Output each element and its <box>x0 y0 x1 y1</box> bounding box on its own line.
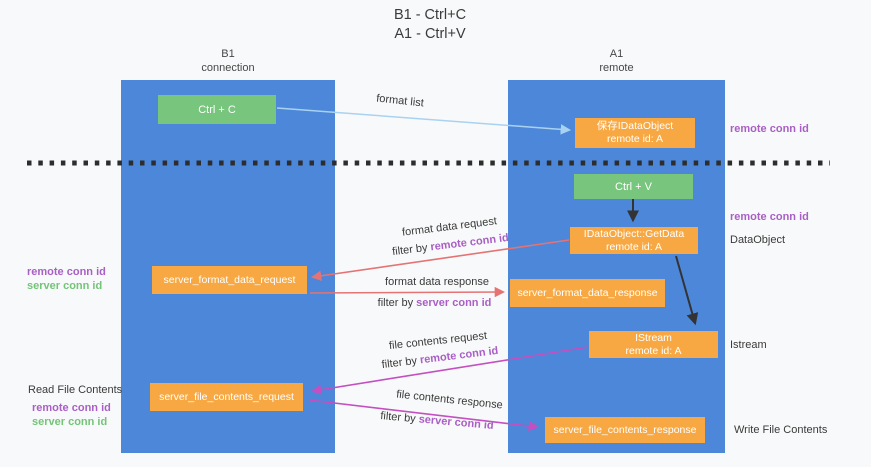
node-server-file-contents-response-label: server_file_contents_response <box>553 423 697 436</box>
title-line-1: B1 - Ctrl+C <box>393 7 467 23</box>
node-ctrl-v-label: Ctrl + V <box>615 180 652 193</box>
lane-b1-role: connection <box>201 61 255 74</box>
node-server-format-data-request: server_format_data_request <box>152 266 307 294</box>
node-server-file-contents-response: server_file_contents_response <box>545 417 705 443</box>
annotation-format-conn-ids: remote conn id server conn id <box>27 266 106 293</box>
arrow-format-data-request <box>310 239 570 281</box>
node-idataobject-getdata: IDataObject::GetData remote id: A <box>570 227 698 254</box>
annotation-istream: Istream <box>730 339 767 351</box>
node-ctrl-v: Ctrl + V <box>574 174 693 199</box>
label-filter-format-response: filter by server conn id <box>377 297 492 309</box>
node-ctrl-c: Ctrl + C <box>158 95 276 124</box>
lane-header-b1: B1 connection <box>121 48 335 75</box>
arrow-format-data-response <box>309 286 506 298</box>
lane-a1-name: A1 <box>609 48 624 60</box>
arrow-file-contents-request <box>310 346 589 395</box>
node-server-file-contents-request: server_file_contents_request <box>150 383 303 411</box>
lane-b1-name: B1 <box>221 48 235 60</box>
label-format-data-response: format data response <box>385 276 489 288</box>
annotation-server-conn-id: server conn id <box>32 415 108 428</box>
arrow-format-list <box>276 107 572 135</box>
lane-a1-role: remote <box>599 61 634 74</box>
arrow-getdata-to-istream <box>675 255 699 326</box>
annotation-remote-conn-id: remote conn id <box>27 266 106 278</box>
annotation-remote-conn-id-mid: remote conn id <box>730 211 809 223</box>
node-server-format-data-request-label: server_format_data_request <box>163 273 296 286</box>
node-save-idataobject: 保存IDataObject remote id: A <box>575 118 695 148</box>
annotation-dataobject: DataObject <box>730 234 786 246</box>
annotation-server-conn-id: server conn id <box>27 279 103 292</box>
diagram-title: B1 - Ctrl+C A1 - Ctrl+V <box>0 6 860 44</box>
filter-prefix: filter by <box>377 297 417 309</box>
lane-header-a1: A1 remote <box>508 48 725 75</box>
annotation-read-file-contents: Read File Contents <box>28 384 123 396</box>
node-getdata-line2: remote id: A <box>605 240 663 253</box>
annotation-write-file-contents: Write File Contents <box>734 424 828 436</box>
node-istream-line1: IStream <box>635 331 672 344</box>
node-save-idataobject-line2: remote id: A <box>606 133 664 145</box>
annotation-file-conn-ids: remote conn id server conn id <box>32 402 111 429</box>
node-server-format-data-response: server_format_data_response <box>510 279 665 307</box>
node-server-format-data-response-label: server_format_data_response <box>517 286 658 299</box>
annotation-remote-conn-id-top: remote conn id <box>730 123 809 135</box>
arrow-file-contents-response <box>308 399 540 432</box>
node-istream: IStream remote id: A <box>589 331 718 358</box>
annotation-remote-conn-id: remote conn id <box>32 402 111 414</box>
title-line-2: A1 - Ctrl+V <box>394 26 466 42</box>
node-server-file-contents-request-label: server_file_contents_request <box>159 390 294 403</box>
node-getdata-line1: IDataObject::GetData <box>583 227 685 240</box>
node-istream-line2: remote id: A <box>625 344 682 357</box>
node-save-idataobject-line1: 保存IDataObject <box>596 120 674 132</box>
node-ctrl-c-label: Ctrl + C <box>198 103 236 116</box>
filter-key-server-conn-id: server conn id <box>416 297 492 309</box>
